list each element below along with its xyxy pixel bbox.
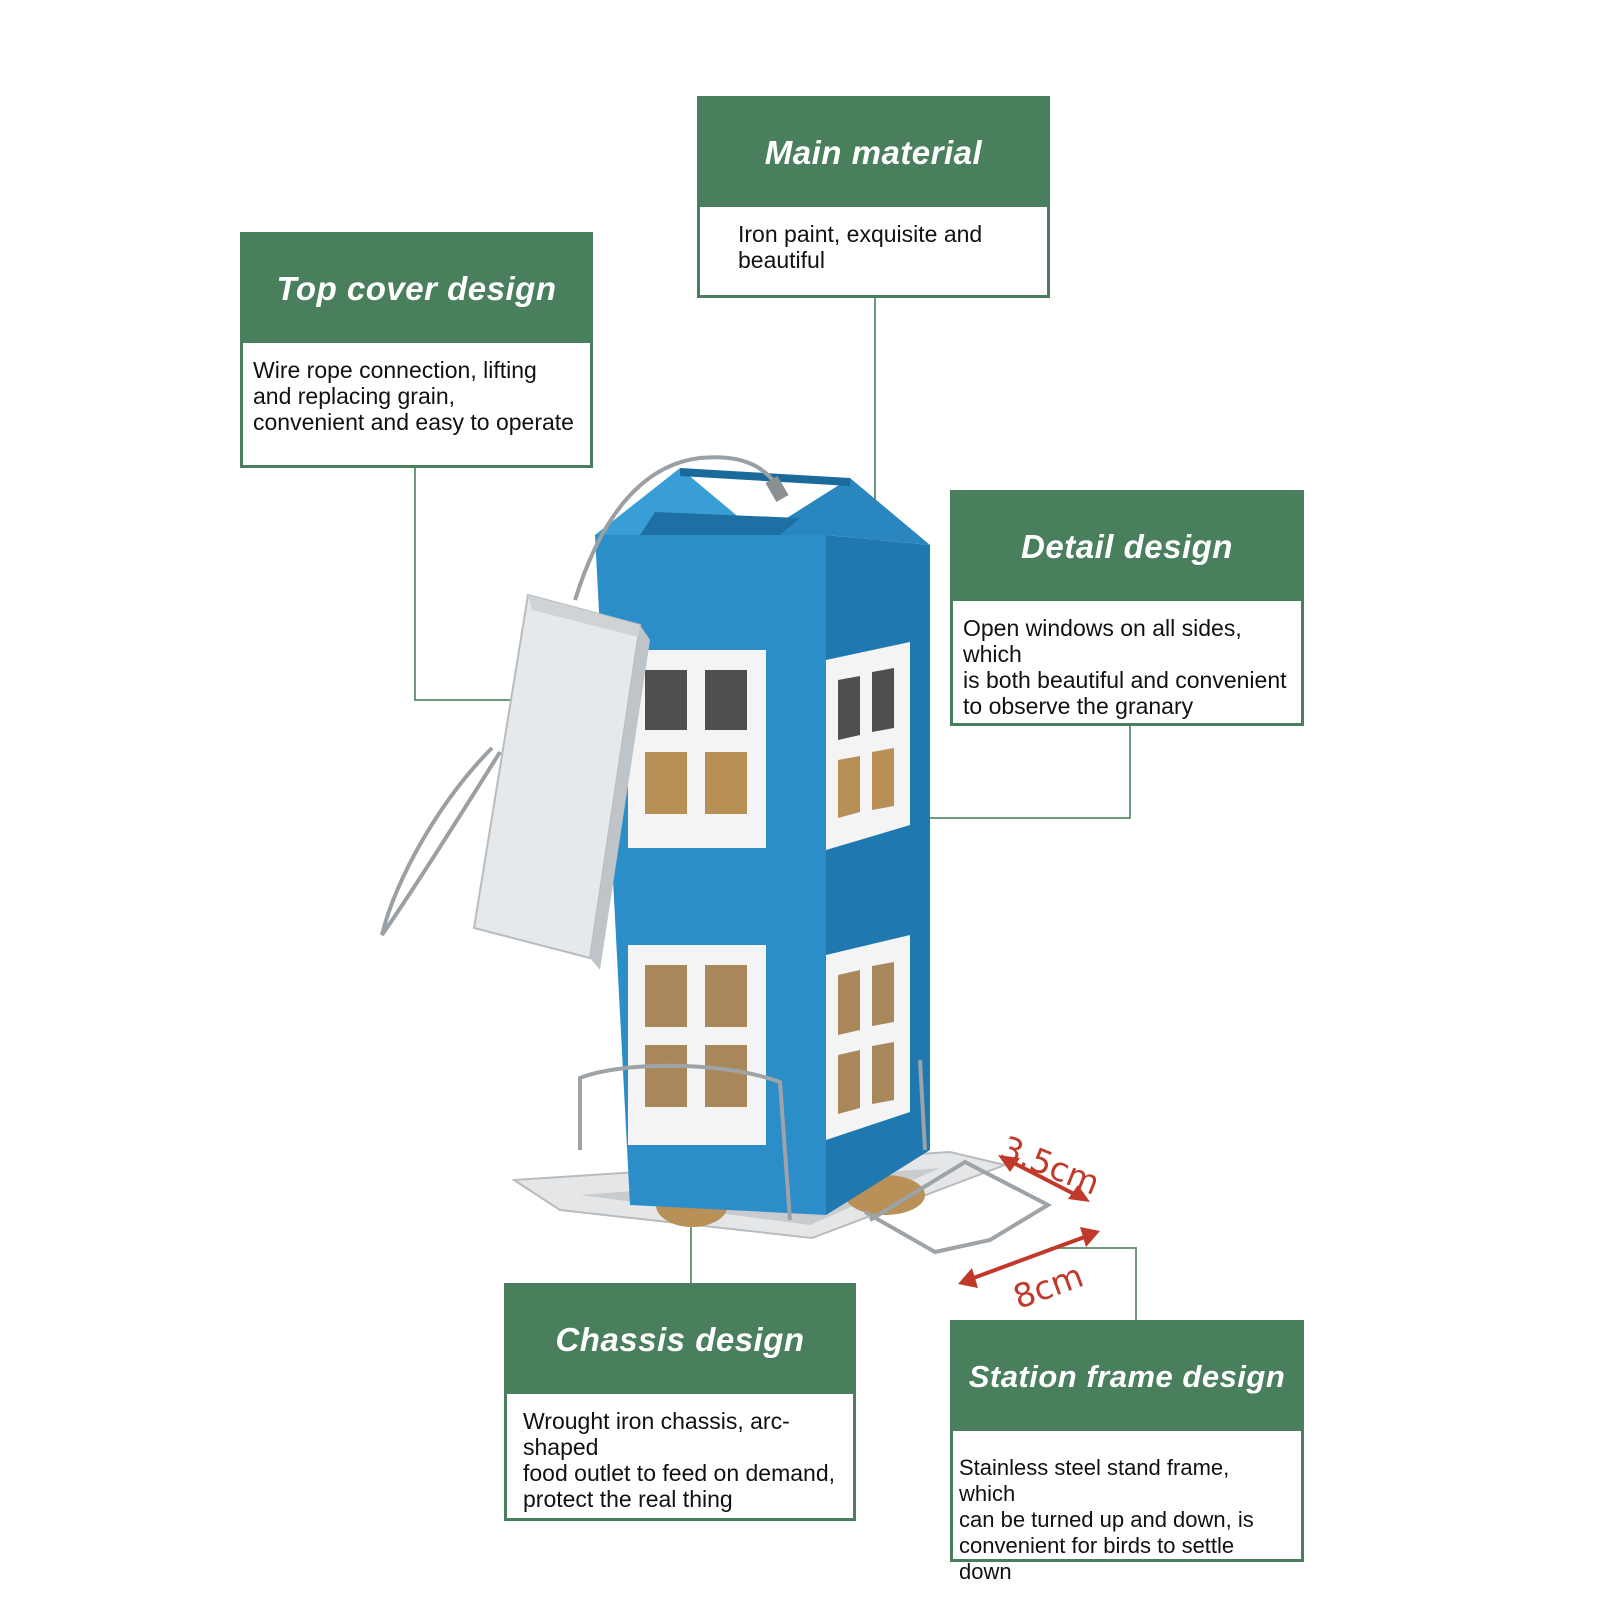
leader-station-frame (1050, 1247, 1137, 1320)
callout-description: Wrought iron chassis, arc-shaped food ou… (523, 1408, 836, 1512)
callout-description: Stainless steel stand frame, which can b… (959, 1455, 1254, 1584)
wire-rope (573, 455, 782, 601)
callout-title: Main material (700, 99, 1047, 207)
leader-top-cover (414, 468, 548, 701)
callout-description: Iron paint, exquisite and beautiful (738, 221, 983, 273)
callout-title: Chassis design (507, 1286, 853, 1394)
dimension-arrow-length (958, 1227, 1100, 1288)
window-frame-left-top (628, 650, 766, 848)
callout-title: Detail design (953, 493, 1301, 601)
top-cover-lid (472, 593, 650, 970)
callout-chassis: Chassis design Wrought iron chassis, arc… (504, 1283, 856, 1521)
callout-top-cover: Top cover design Wire rope connection, l… (240, 232, 593, 468)
callout-station-frame: Station frame design Stainless steel sta… (950, 1320, 1304, 1584)
window-frame-left-bottom (628, 945, 766, 1145)
callout-description: Open windows on all sides, which is both… (963, 615, 1287, 719)
leader-detail (885, 724, 1131, 819)
stand-frame-left (578, 1063, 792, 1221)
window-frame-right-bottom (826, 935, 910, 1140)
stand-frame-right (864, 1159, 1053, 1255)
callout-detail: Detail design Open windows on all sides,… (950, 490, 1304, 726)
callout-description: Wire rope connection, lifting and replac… (253, 357, 574, 435)
callout-main-material: Main material Iron paint, exquisite and … (697, 96, 1050, 298)
callout-title: Top cover design (243, 235, 590, 343)
lid-handle-wire (380, 746, 502, 937)
callout-title: Station frame design (953, 1323, 1301, 1431)
dimension-arrow-width (998, 1155, 1090, 1202)
window-frame-right-top (826, 642, 910, 850)
